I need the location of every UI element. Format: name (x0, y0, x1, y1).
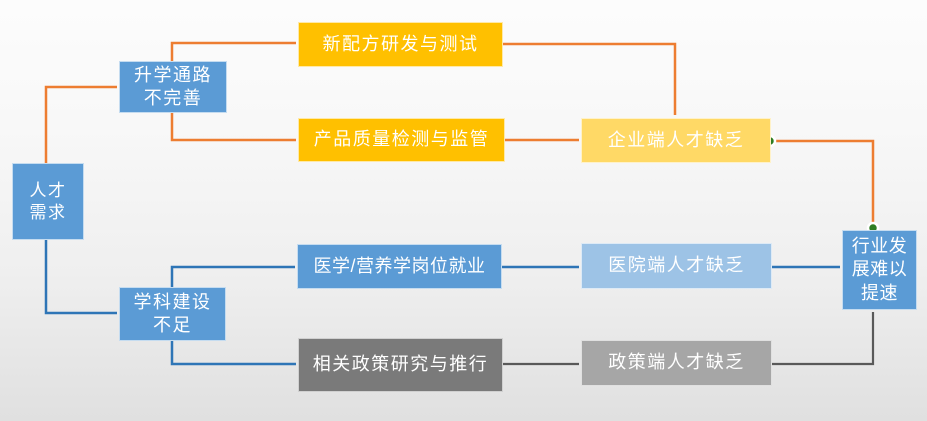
node-enterprise-talent-shortage-label: 企业端人才缺乏 (607, 129, 745, 150)
node-policy-research-label: 相关政策研究与推行 (312, 354, 489, 375)
node-enterprise-talent-shortage[interactable]: 企业端人才缺乏 (581, 118, 771, 163)
node-discipline-insufficient-label: 学科建设 不足 (133, 291, 212, 335)
node-quality-inspection-label: 产品质量检测与监管 (313, 129, 490, 150)
node-study-path-incomplete-label: 升学通路 不完善 (134, 64, 212, 108)
connector-path-to-quality (170, 113, 296, 142)
connector-demand-to-discipline (44, 240, 117, 315)
connector-discipline-to-medical (170, 265, 295, 287)
node-industry-growth-slow[interactable]: 行业发 展难以 提速 (842, 230, 917, 310)
connector-path-to-formula (170, 41, 296, 61)
node-hospital-talent-shortage-label: 医院端人才缺乏 (608, 255, 745, 276)
node-formula-rd-testing[interactable]: 新配方研发与测试 (298, 22, 503, 67)
node-medical-nutrition-jobs-label: 医学/营养学岗位就业 (313, 255, 486, 276)
node-policy-talent-shortage-label: 政策端人才缺乏 (608, 352, 745, 373)
node-hospital-talent-shortage[interactable]: 医院端人才缺乏 (581, 243, 772, 289)
connector-discipline-to-policy-research (170, 341, 296, 366)
node-talent-demand[interactable]: 人才 需求 (12, 163, 84, 240)
node-study-path-incomplete[interactable]: 升学通路 不完善 (119, 61, 227, 113)
node-policy-talent-shortage[interactable]: 政策端人才缺乏 (581, 340, 772, 386)
node-industry-growth-slow-label: 行业发 展难以 提速 (851, 236, 908, 303)
node-quality-inspection[interactable]: 产品质量检测与监管 (298, 118, 505, 162)
connector-formula-to-enterprise (503, 42, 677, 115)
connector-policy-end-to-industry (772, 312, 875, 366)
connector-demand-to-path (44, 85, 117, 163)
node-discipline-insufficient[interactable]: 学科建设 不足 (119, 287, 226, 341)
connector-enterprise-to-industry[interactable] (772, 139, 875, 226)
node-medical-nutrition-jobs[interactable]: 医学/营养学岗位就业 (297, 244, 502, 289)
node-policy-research[interactable]: 相关政策研究与推行 (298, 338, 503, 392)
node-formula-rd-testing-label: 新配方研发与测试 (322, 33, 479, 54)
node-talent-demand-label: 人才 需求 (29, 180, 67, 222)
